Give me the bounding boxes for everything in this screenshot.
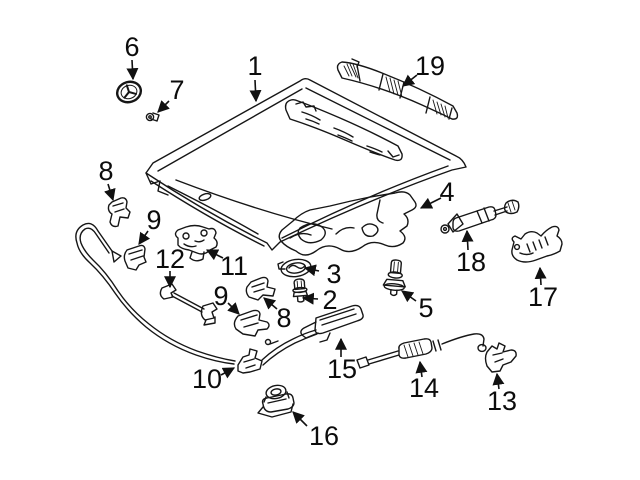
callout-8-bracket: 8 bbox=[263, 297, 292, 333]
callout-4-insulator-pad: 4 bbox=[419, 177, 455, 209]
callout-arrow bbox=[157, 100, 170, 113]
callout-arrow bbox=[104, 183, 116, 202]
callout-arrow bbox=[415, 360, 428, 378]
callout-11-safety-catch: 11 bbox=[205, 249, 248, 281]
callout-arrow bbox=[402, 74, 418, 87]
callout-2-clip: 2 bbox=[301, 285, 338, 315]
callout-10-release-cable: 10 bbox=[192, 364, 236, 394]
callout-arrow bbox=[301, 292, 319, 305]
part-safety-catch bbox=[174, 224, 218, 262]
part-hood-lock bbox=[300, 304, 364, 343]
callout-number: 15 bbox=[327, 354, 357, 384]
part-plug bbox=[382, 259, 406, 297]
part-lock-bracket bbox=[257, 384, 295, 418]
callout-arrow bbox=[292, 411, 308, 427]
callout-5-plug: 5 bbox=[401, 290, 434, 323]
callout-number: 1 bbox=[247, 51, 262, 81]
callout-19-rear-molding: 19 bbox=[402, 51, 445, 87]
callout-12-support-bracket: 12 bbox=[155, 244, 185, 289]
callout-arrow bbox=[205, 249, 224, 261]
part-clip bbox=[292, 278, 309, 303]
callout-number: 13 bbox=[487, 386, 517, 416]
callout-arrow bbox=[534, 266, 547, 286]
part-bracket-9a bbox=[123, 244, 147, 271]
callout-arrow bbox=[303, 264, 320, 277]
callout-number: 9 bbox=[146, 205, 161, 235]
part-rear-molding bbox=[336, 58, 459, 120]
callout-number: 4 bbox=[439, 177, 454, 207]
callout-arrow bbox=[492, 372, 505, 390]
callout-7-emblem-clip: 7 bbox=[157, 75, 185, 113]
callout-number: 6 bbox=[124, 32, 139, 62]
part-release-cable-rear bbox=[356, 333, 487, 369]
callout-arrow bbox=[263, 297, 278, 310]
callout-number: 10 bbox=[192, 364, 222, 394]
callout-14-release-cable-rear: 14 bbox=[409, 360, 439, 403]
part-bracket-9b bbox=[233, 309, 270, 337]
part-insulator-pad bbox=[278, 191, 417, 256]
callout-18-lift-support: 18 bbox=[456, 229, 486, 277]
callout-arrow bbox=[461, 229, 474, 251]
part-lift-support bbox=[440, 199, 520, 234]
callout-6-star-emblem: 6 bbox=[124, 32, 140, 81]
callout-number: 5 bbox=[418, 293, 433, 323]
callout-number: 18 bbox=[456, 247, 486, 277]
callout-number: 7 bbox=[169, 75, 184, 105]
callout-arrow bbox=[419, 197, 442, 209]
part-cable-bracket bbox=[484, 342, 517, 373]
callout-9-bracket: 9 bbox=[138, 205, 162, 245]
part-catch-bracket bbox=[511, 225, 563, 263]
callout-13-cable-bracket: 13 bbox=[487, 372, 517, 416]
callout-number: 8 bbox=[98, 156, 113, 186]
callout-number: 8 bbox=[276, 303, 291, 333]
callout-3-grommet: 3 bbox=[303, 259, 342, 289]
callout-1-hood-panel: 1 bbox=[247, 51, 263, 103]
callout-15-hood-lock: 15 bbox=[327, 337, 357, 384]
part-star-emblem bbox=[115, 80, 143, 104]
callout-arrow bbox=[220, 367, 236, 379]
callout-16-lock-bracket: 16 bbox=[292, 411, 339, 451]
callout-number: 14 bbox=[409, 373, 439, 403]
callout-arrow bbox=[138, 230, 151, 245]
callout-number: 16 bbox=[309, 421, 339, 451]
callout-number: 9 bbox=[213, 281, 228, 311]
callout-arrow bbox=[126, 59, 139, 81]
callout-arrow bbox=[249, 79, 262, 103]
callout-number: 3 bbox=[326, 259, 341, 289]
callout-17-catch-bracket: 17 bbox=[528, 266, 558, 312]
callout-arrow bbox=[401, 290, 417, 303]
part-emblem-clip bbox=[145, 112, 160, 122]
part-bracket-8b bbox=[245, 276, 276, 301]
callout-number: 19 bbox=[415, 51, 445, 81]
callout-number: 11 bbox=[220, 251, 248, 281]
part-bracket-8a bbox=[107, 197, 131, 228]
callout-number: 12 bbox=[155, 244, 185, 274]
callout-arrow bbox=[227, 302, 240, 315]
callout-9-bracket: 9 bbox=[213, 281, 240, 315]
callout-number: 17 bbox=[528, 282, 558, 312]
part-support-bracket bbox=[159, 283, 218, 326]
part-hood-panel bbox=[145, 78, 467, 251]
callout-number: 2 bbox=[322, 285, 337, 315]
callout-8-bracket: 8 bbox=[98, 156, 116, 202]
